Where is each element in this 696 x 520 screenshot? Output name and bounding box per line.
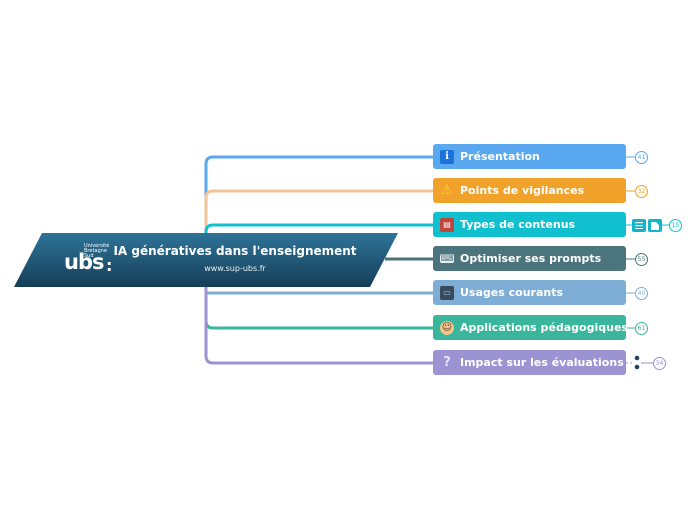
connector-evaluations bbox=[204, 286, 433, 365]
count-badge-vigilances[interactable]: 32 bbox=[635, 185, 648, 198]
central-topic-shape[interactable] bbox=[14, 233, 398, 287]
branch-types-de-contenus[interactable]: ▤ Types de contenus bbox=[433, 212, 626, 237]
branch-label: Optimiser ses prompts bbox=[460, 252, 602, 265]
ubs-logo: Université Bretagne Sud ubs : bbox=[62, 244, 118, 276]
logo-university-text: Université Bretagne Sud bbox=[84, 243, 110, 259]
branch-optimiser-ses-prompts[interactable]: ⌨ Optimiser ses prompts bbox=[433, 246, 626, 271]
list-icon[interactable] bbox=[632, 219, 646, 232]
books-icon: ▤ bbox=[440, 217, 454, 232]
logo-ubs-text: ubs bbox=[64, 250, 104, 274]
branch-applications-pedagogiques[interactable]: ☺ Applications pédagogiques bbox=[433, 315, 628, 340]
connectors bbox=[204, 155, 433, 365]
note-icon[interactable] bbox=[648, 219, 662, 232]
connector-vigilance bbox=[204, 189, 433, 236]
branch-points-de-vigilances[interactable]: ⚠ Points de vigilances bbox=[433, 178, 626, 203]
branch-label: Types de contenus bbox=[460, 218, 576, 231]
branch-presentation[interactable]: i Présentation bbox=[433, 144, 626, 169]
warning-icon: ⚠ bbox=[441, 182, 453, 198]
info-icon: i bbox=[440, 149, 454, 164]
count-badge-prompts[interactable]: 55 bbox=[635, 253, 648, 266]
central-topic[interactable]: IA génératives dans l'enseignement www.s… bbox=[110, 236, 360, 286]
keyboard-icon: ⌨ bbox=[440, 253, 454, 264]
count-badge-evaluations[interactable]: 34 bbox=[653, 357, 666, 370]
teacher-icon: ☺ bbox=[440, 320, 454, 335]
branch-label: Points de vigilances bbox=[460, 184, 585, 197]
branch-label: Impact sur les évaluations bbox=[460, 356, 624, 369]
count-badge-usages[interactable]: 40 bbox=[635, 287, 648, 300]
branch-usages-courants[interactable]: ▭ Usages courants bbox=[433, 280, 626, 305]
central-title: IA génératives dans l'enseignement bbox=[113, 244, 357, 258]
count-badge-presentation[interactable]: 41 bbox=[635, 151, 648, 164]
count-badge-types[interactable]: 15 bbox=[669, 219, 682, 232]
question-icon: ? bbox=[443, 354, 451, 370]
central-subtitle: www.sup-ubs.fr bbox=[204, 264, 266, 273]
evaluation-dots[interactable] bbox=[634, 355, 640, 370]
branch-label: Usages courants bbox=[460, 286, 564, 299]
connector-presentation bbox=[204, 155, 433, 236]
count-badge-applications[interactable]: 61 bbox=[635, 322, 648, 335]
connector-usages bbox=[204, 286, 433, 295]
branch-label: Présentation bbox=[460, 150, 540, 163]
laptop-icon: ▭ bbox=[440, 285, 454, 300]
branch-label: Applications pédagogiques bbox=[460, 321, 628, 334]
badge-connectors bbox=[626, 156, 670, 364]
connector-types bbox=[204, 223, 433, 236]
branch-impact-sur-les-evaluations[interactable]: ? Impact sur les évaluations bbox=[433, 350, 626, 375]
logo-colon-icon: : bbox=[106, 256, 113, 275]
